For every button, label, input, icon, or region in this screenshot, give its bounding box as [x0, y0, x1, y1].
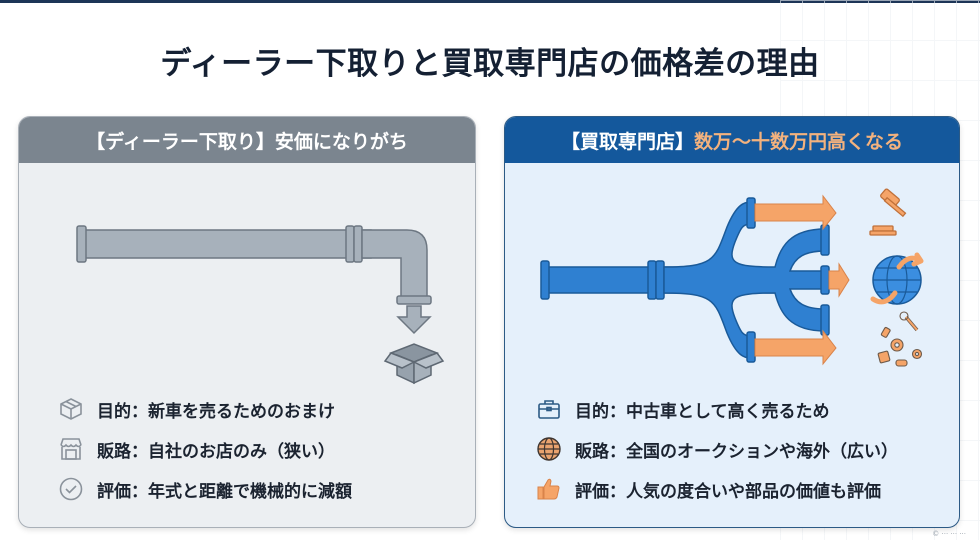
box-icon: [57, 395, 85, 423]
dealer-reason-list: 目的：新車を売るためのおまけ 販路：自社のお店のみ（狭い） 評価：年式と距離で機…: [57, 389, 352, 509]
check-circle-icon: [57, 475, 85, 503]
branching-pipe-illustration: [540, 188, 924, 367]
parts-icon: [877, 311, 923, 367]
thumbs-up-icon: [535, 475, 563, 503]
gavel-icon: [869, 188, 907, 236]
list-item: 評価：年式と距離で機械的に減額: [57, 469, 352, 509]
dealer-card-header: 【ディーラー下取り】安価になりがち: [19, 117, 475, 163]
list-item: 目的：新車を売るためのおまけ: [57, 389, 352, 429]
single-pipe-illustration: [76, 225, 445, 385]
list-item: 販路：自社のお店のみ（狭い）: [57, 429, 352, 469]
storefront-icon: [57, 435, 85, 463]
dealer-tradein-card: 【ディーラー下取り】安価になりがち 目的：新車を売るためのおま: [18, 116, 476, 528]
price-difference-highlight: 数万〜十数万円高くなる: [694, 130, 904, 153]
open-box-icon: [383, 343, 445, 385]
page-title: ディーラー下取りと買取専門店の価格差の理由: [160, 46, 820, 82]
buyback-shop-card: 【買取専門店】数万〜十数万円高くなる: [504, 116, 960, 528]
buyback-card-header: 【買取専門店】数万〜十数万円高くなる: [505, 117, 959, 163]
globe-icon: [535, 435, 563, 463]
footer-note: © ··· ··· ···: [932, 530, 966, 538]
list-item: 評価：人気の度合いや部品の価値も評価: [535, 469, 898, 509]
list-item: 目的：中古車として高く売るため: [535, 389, 898, 429]
globe-exchange-icon: [870, 252, 924, 305]
buyback-reason-list: 目的：中古車として高く売るため 販路：全国のオークションや海外（広い） 評価：人…: [535, 389, 898, 509]
top-accent-bar: [0, 0, 980, 3]
briefcase-icon: [535, 395, 563, 423]
list-item: 販路：全国のオークションや海外（広い）: [535, 429, 898, 469]
